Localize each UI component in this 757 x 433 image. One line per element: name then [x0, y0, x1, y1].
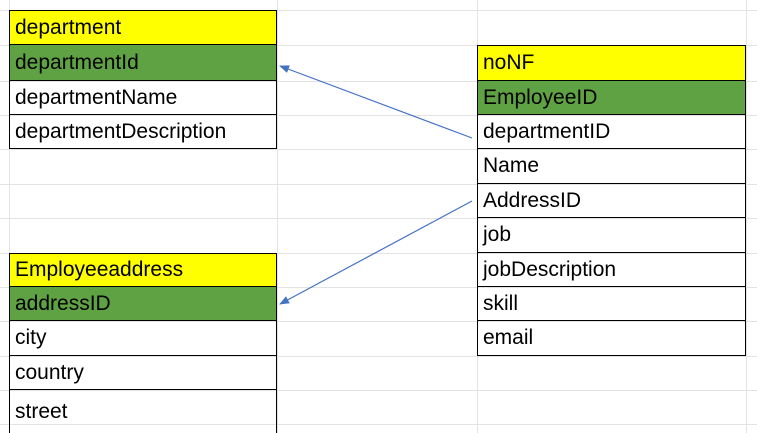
grid-row-line — [0, 45, 757, 46]
grid-column-line — [277, 0, 278, 433]
nonf-row-Name[interactable]: Name — [477, 149, 746, 184]
employeeaddress-table-title[interactable]: Employeeaddress — [9, 253, 277, 287]
department-row-departmentDescription[interactable]: departmentDescription — [9, 115, 277, 149]
nonf-row-jobDescription[interactable]: jobDescription — [477, 253, 746, 287]
nonf-row-email[interactable]: email — [477, 321, 746, 356]
employeeaddress-row-addressID[interactable]: addressID — [9, 287, 277, 321]
grid-row-line — [0, 424, 757, 425]
nonf-row-departmentID[interactable]: departmentID — [477, 115, 746, 149]
grid-row-line — [0, 356, 757, 357]
arrow-departmentID-to-departmentId — [279, 65, 473, 139]
grid-row-line — [0, 10, 757, 11]
nonf-row-job[interactable]: job — [477, 218, 746, 253]
department-table-title[interactable]: department — [9, 10, 277, 45]
employeeaddress-row-street[interactable]: street — [9, 390, 277, 433]
department-row-departmentId[interactable]: departmentId — [9, 45, 277, 81]
employeeaddress-row-city[interactable]: city — [9, 321, 277, 356]
grid-column-line — [9, 0, 10, 433]
grid-row-line — [0, 390, 757, 391]
grid-column-line — [746, 0, 747, 433]
employeeaddress-row-country[interactable]: country — [9, 356, 277, 390]
nonf-table-title[interactable]: noNF — [477, 45, 746, 81]
nonf-row-AddressID[interactable]: AddressID — [477, 184, 746, 218]
nonf-row-skill[interactable]: skill — [477, 287, 746, 321]
nonf-row-EmployeeID[interactable]: EmployeeID — [477, 81, 746, 115]
department-row-departmentName[interactable]: departmentName — [9, 81, 277, 115]
grid-row-line — [0, 149, 757, 150]
grid-row-line — [0, 184, 757, 185]
grid-row-line — [0, 321, 757, 322]
